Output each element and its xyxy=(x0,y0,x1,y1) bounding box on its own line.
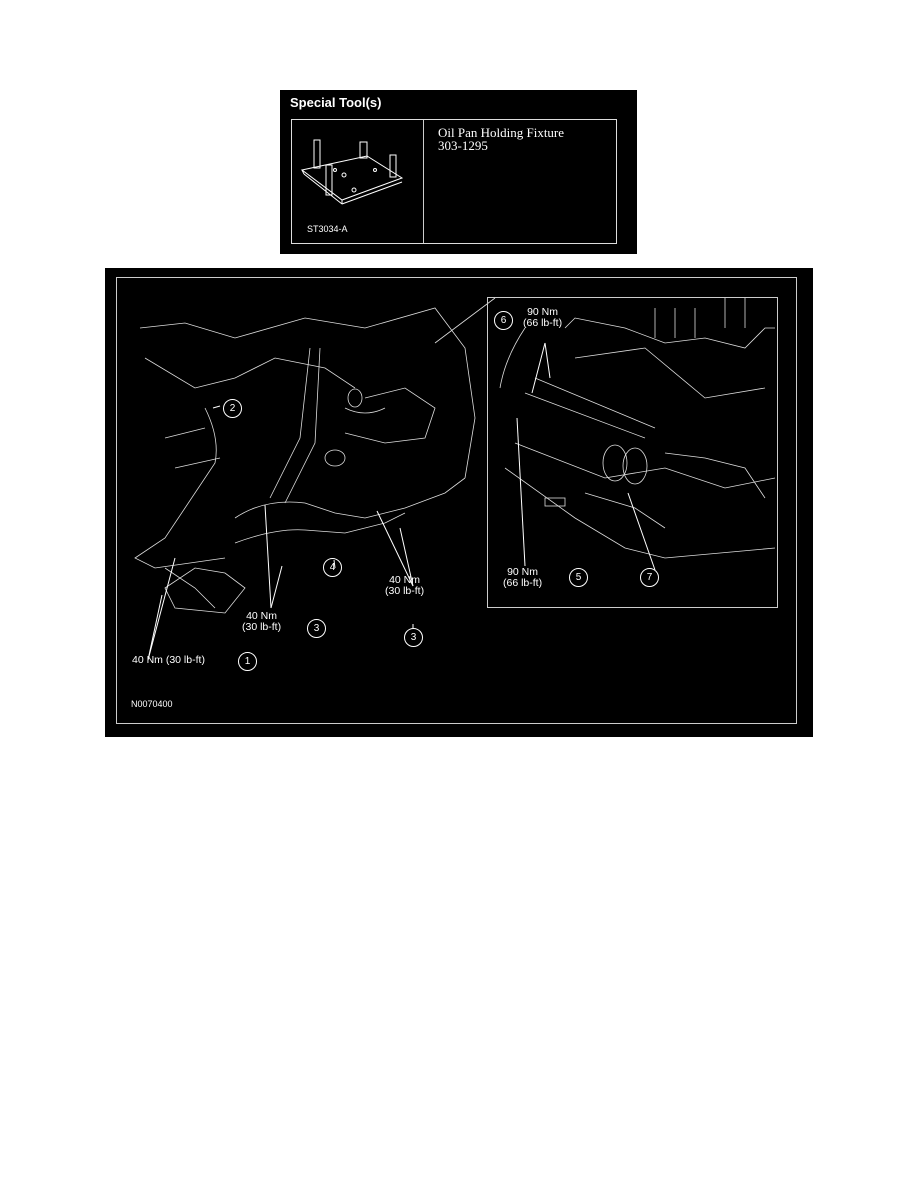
illustration-code: ST3034-A xyxy=(307,224,348,234)
torque-label-3b: 40 Nm (30 lb-ft) xyxy=(385,575,424,597)
callout-7: 7 xyxy=(640,568,659,587)
table-divider xyxy=(423,120,424,243)
tool-description: Oil Pan Holding Fixture 303-1295 xyxy=(438,126,564,152)
diagram-frame xyxy=(116,277,797,724)
exhaust-diagram: 2 4 40 Nm (30 lb-ft) 3 40 Nm (30 lb-ft) … xyxy=(105,268,813,737)
torque-label-6: 90 Nm (66 lb-ft) xyxy=(523,307,562,329)
torque-label-5: 90 Nm (66 lb-ft) xyxy=(503,567,542,589)
oil-pan-fixture-illustration xyxy=(300,139,404,205)
torque-lbft: (30 lb-ft) xyxy=(242,621,282,633)
callout-3b: 3 xyxy=(404,628,423,647)
tool-name: Oil Pan Holding Fixture xyxy=(438,125,565,140)
torque-lbft: (66 lb-ft) xyxy=(523,317,563,329)
torque-nm: 90 Nm xyxy=(507,566,539,578)
special-tools-table: Oil Pan Holding Fixture 303-1295 ST3034-… xyxy=(291,119,617,244)
special-tools-title: Special Tool(s) xyxy=(290,95,382,110)
figure-id: N0070400 xyxy=(131,699,173,709)
torque-lbft: (66 lb-ft) xyxy=(503,577,543,589)
special-tools-box: Special Tool(s) Oil Pan Holding Fixture … xyxy=(280,90,637,254)
torque-label-1: 40 Nm (30 lb-ft) xyxy=(132,654,205,666)
tool-number: 303-1295 xyxy=(438,138,488,153)
engine-line-art xyxy=(134,297,776,661)
torque-nm: 90 Nm xyxy=(527,306,559,318)
torque-nm: 40 Nm xyxy=(389,574,421,586)
callout-2: 2 xyxy=(223,399,242,418)
callout-6: 6 xyxy=(494,311,513,330)
inset-detail-frame xyxy=(487,297,778,608)
callout-3a: 3 xyxy=(307,619,326,638)
torque-nm: 40 Nm xyxy=(246,610,278,622)
callout-4: 4 xyxy=(323,558,342,577)
torque-lbft: (30 lb-ft) xyxy=(385,585,425,597)
callout-1: 1 xyxy=(238,652,257,671)
torque-label-3a: 40 Nm (30 lb-ft) xyxy=(242,611,281,633)
callout-5: 5 xyxy=(569,568,588,587)
